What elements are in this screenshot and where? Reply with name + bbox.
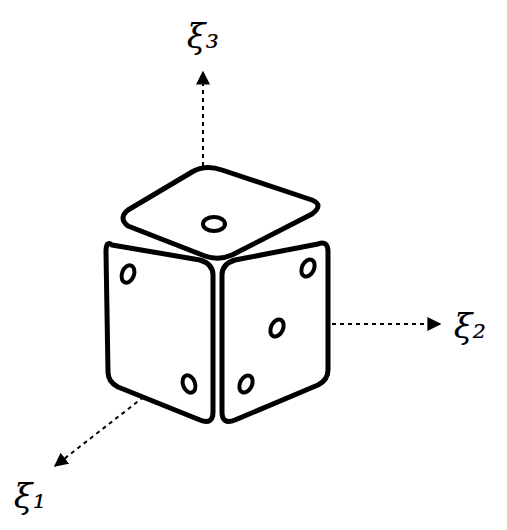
axis-line [202,72,204,166]
die-pip [180,373,197,394]
die-pip [268,317,286,338]
axis-label: ξ₁ [14,479,46,513]
die-right-face [222,243,328,421]
axis-label: ξ₂ [454,309,486,343]
axis-line [55,392,150,466]
die-pip [237,373,255,394]
die-pip [119,263,136,284]
die-pip [203,217,225,231]
die-pip [299,257,317,278]
die-left-face [106,244,213,422]
axis-line [332,323,440,325]
axis-label: ξ₃ [187,19,219,53]
die-top-face [123,167,318,258]
